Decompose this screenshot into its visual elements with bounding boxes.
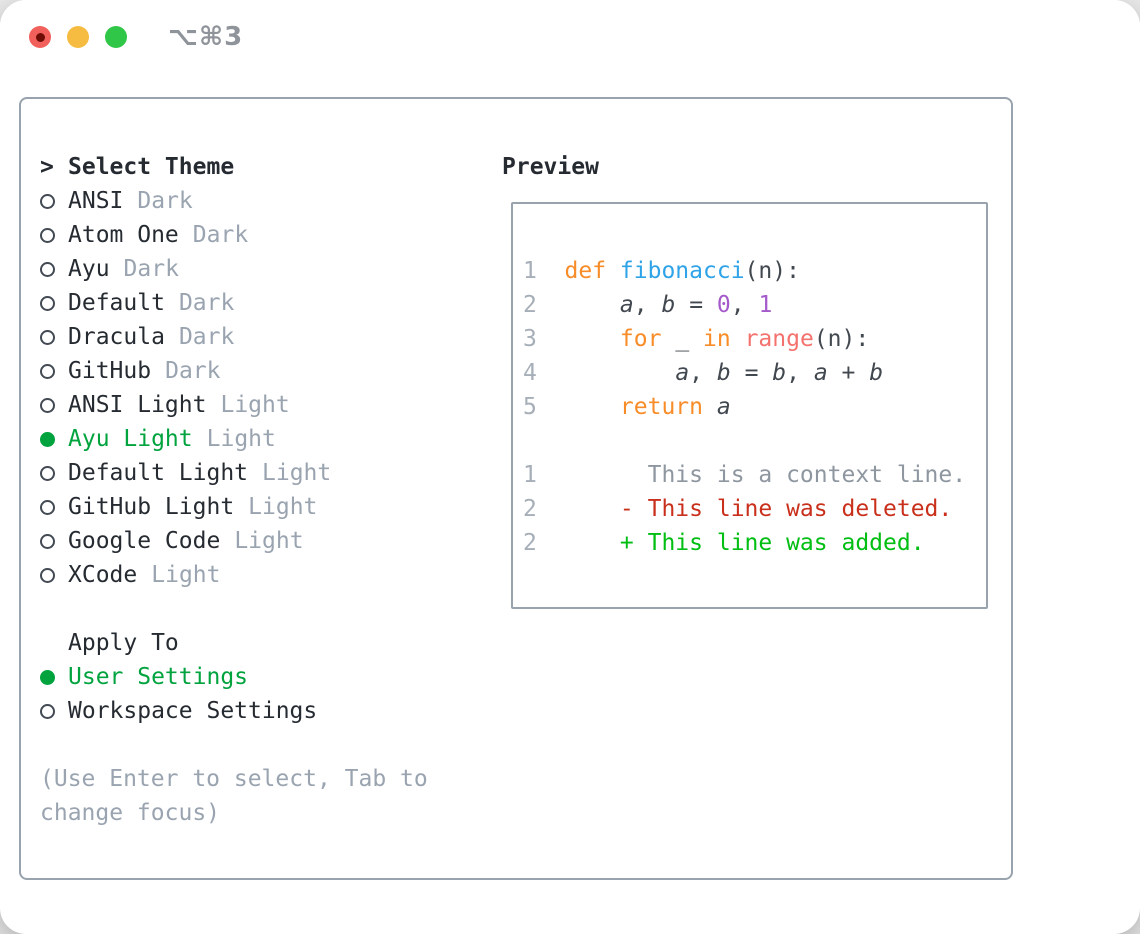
radio-icon	[40, 295, 55, 311]
maximize-button[interactable]	[105, 26, 127, 48]
radio-icon	[40, 193, 55, 209]
radio-icon	[40, 703, 55, 719]
theme-item-ayu[interactable]: Ayu Dark	[40, 252, 500, 286]
line-number: 2	[523, 530, 537, 556]
theme-item-ayu-light[interactable]: Ayu Light Light	[40, 422, 500, 456]
radio-icon	[40, 567, 55, 583]
close-dot-icon	[35, 32, 45, 42]
cursor-marker: >	[40, 154, 54, 180]
line-number: 3	[523, 326, 537, 352]
radio-icon	[40, 329, 55, 345]
minimize-button[interactable]	[67, 26, 89, 48]
theme-item-dracula[interactable]: Dracula Dark	[40, 320, 500, 354]
line-number: 4	[523, 360, 537, 386]
theme-item-xcode[interactable]: XCode Light	[40, 558, 500, 592]
line-number: 2	[523, 292, 537, 318]
theme-list: ANSI Dark Atom One Dark Ayu Dark Default…	[40, 184, 500, 592]
close-button[interactable]	[29, 26, 51, 48]
code-line	[523, 424, 986, 458]
spacer	[40, 728, 500, 762]
select-theme-label: Select Theme	[68, 154, 235, 180]
apply-option-workspace-settings[interactable]: Workspace Settings	[40, 694, 500, 728]
traffic-lights	[29, 26, 127, 48]
radio-icon	[40, 397, 55, 413]
theme-item-atom-one[interactable]: Atom One Dark	[40, 218, 500, 252]
radio-icon	[40, 261, 55, 277]
line-number: 5	[523, 394, 537, 420]
code-line: 2 + This line was added.	[523, 526, 986, 560]
radio-icon	[40, 533, 55, 549]
theme-item-github-light[interactable]: GitHub Light Light	[40, 490, 500, 524]
code-line: 2 - This line was deleted.	[523, 492, 986, 526]
hint-line-1: (Use Enter to select, Tab to	[40, 766, 428, 792]
code-line: 5 return a	[523, 390, 986, 424]
line-number: 1	[523, 258, 537, 284]
select-theme-header: > Select Theme	[40, 150, 500, 184]
radio-icon	[40, 669, 55, 685]
apply-to-list: User Settings Workspace Settings	[40, 660, 500, 728]
code-line: 3 for _ in range(n):	[523, 322, 986, 356]
spacer	[40, 592, 500, 626]
apply-to-label: Apply To	[68, 630, 179, 656]
theme-item-default-light[interactable]: Default Light Light	[40, 456, 500, 490]
radio-icon	[40, 227, 55, 243]
theme-item-github[interactable]: GitHub Dark	[40, 354, 500, 388]
theme-panel: > Select Theme ANSI Dark Atom One Dark A…	[40, 150, 500, 830]
theme-item-ansi[interactable]: ANSI Dark	[40, 184, 500, 218]
preview-header: Preview	[502, 150, 599, 184]
apply-to-header: Apply To	[40, 626, 500, 660]
apply-option-user-settings[interactable]: User Settings	[40, 660, 500, 694]
theme-item-default[interactable]: Default Dark	[40, 286, 500, 320]
window-title: ⌥⌘3	[168, 22, 244, 52]
preview-label: Preview	[502, 154, 599, 180]
titlebar: ⌥⌘3	[0, 0, 1140, 74]
theme-item-google-code[interactable]: Google Code Light	[40, 524, 500, 558]
radio-icon	[40, 363, 55, 379]
main-panel: > Select Theme ANSI Dark Atom One Dark A…	[19, 97, 1013, 880]
radio-icon	[40, 465, 55, 481]
code-line: 2 a, b = 0, 1	[523, 288, 986, 322]
line-number: 1	[523, 462, 537, 488]
hint-line-2: change focus)	[40, 800, 221, 826]
line-number: 2	[523, 496, 537, 522]
code-line: 1 This is a context line.	[523, 458, 986, 492]
radio-icon	[40, 431, 55, 447]
code-line: 4 a, b = b, a + b	[523, 356, 986, 390]
theme-item-ansi-light[interactable]: ANSI Light Light	[40, 388, 500, 422]
radio-icon	[40, 499, 55, 515]
